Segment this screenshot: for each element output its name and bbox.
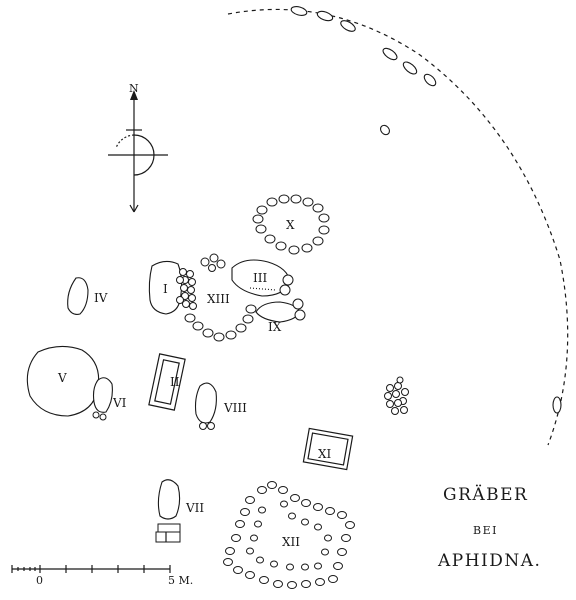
grave-label-viii: VIII — [223, 401, 247, 415]
grave-label-xi: XI — [318, 447, 332, 461]
grave-viii: VIII — [194, 382, 247, 430]
grave-label-v: V — [57, 371, 67, 385]
packed-stones — [176, 253, 226, 310]
grave-xii: XII — [223, 481, 355, 589]
grave-x: X — [252, 194, 330, 255]
grave-label-xiii: XIII — [207, 292, 230, 306]
title-line-1: GRÄBER — [443, 484, 528, 505]
north-compass: N — [108, 82, 168, 213]
grave-ix: IX — [255, 298, 306, 334]
plan-title: GRÄBER BEI APHIDNA. — [437, 484, 541, 571]
grave-ii: II — [148, 353, 186, 411]
north-label: N — [129, 82, 139, 95]
scale-bar: 0 5 M. — [11, 565, 193, 587]
grave-label-vii: VII — [185, 501, 204, 515]
grave-vii: VII — [155, 479, 204, 543]
grave-iii: III — [231, 259, 294, 297]
grave-label-xii: XII — [282, 535, 300, 549]
boundary-stones — [290, 6, 562, 414]
scale-label-start: 0 — [36, 574, 43, 587]
title-line-3: APHIDNA. — [437, 551, 541, 571]
grave-xi: XI — [302, 427, 354, 471]
grave-label-i: I — [163, 282, 168, 296]
grave-iv: IV — [67, 277, 108, 315]
stone-cluster — [384, 376, 409, 415]
grave-v: V — [26, 345, 100, 417]
scale-label-end: 5 M. — [168, 574, 193, 587]
grave-label-vi: VI — [112, 396, 127, 410]
grave-xiii: XIII — [184, 292, 257, 342]
grave-label-iii: III — [253, 271, 267, 285]
grave-i: I — [148, 260, 183, 315]
title-line-2: BEI — [473, 524, 498, 537]
grave-label-ix: IX — [268, 320, 282, 334]
grave-label-x: X — [286, 218, 295, 232]
grave-label-ii: II — [170, 375, 180, 389]
grave-label-iv: IV — [94, 291, 108, 305]
grave-vi: VI — [92, 377, 127, 421]
